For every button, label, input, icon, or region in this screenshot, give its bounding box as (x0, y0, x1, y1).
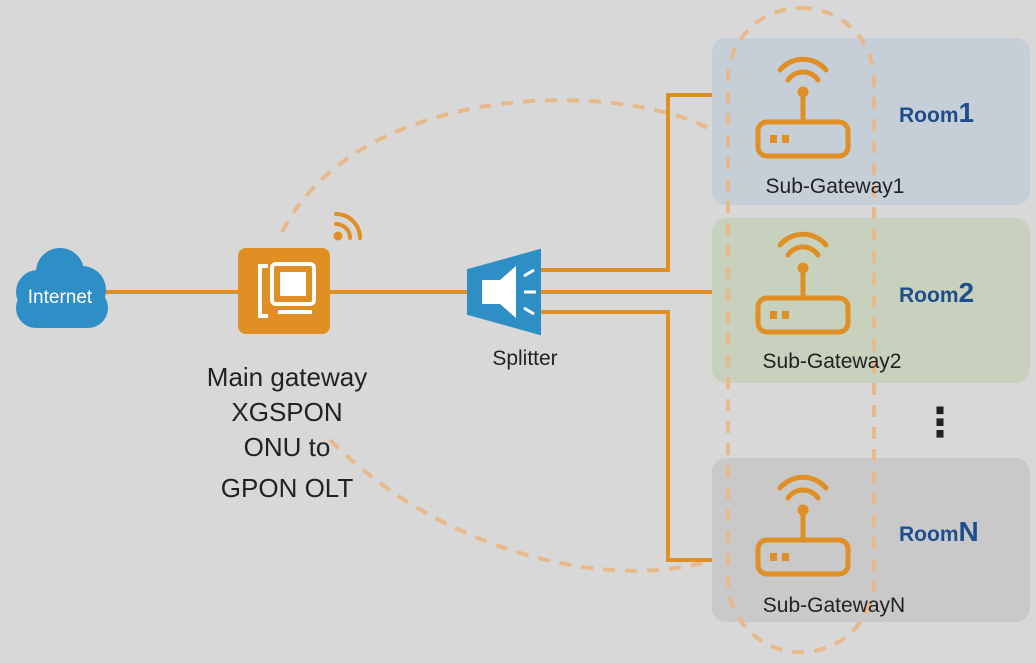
wifi-icon (777, 231, 829, 274)
gateway-router-icon (238, 248, 330, 334)
splitter-icon (467, 248, 541, 336)
main-gateway-line-4: GPON OLT (221, 473, 354, 503)
room-2-title: Room2 (899, 277, 974, 308)
room-1-suffix: 1 (959, 97, 975, 128)
sub-gateway-1: Sub-Gateway1 Room1 (755, 56, 974, 198)
room-n-title: RoomN (899, 516, 979, 547)
room-1-title: Room1 (899, 97, 974, 128)
room-n-suffix: N (959, 516, 979, 547)
link-splitter-room-n (540, 310, 712, 562)
main-gateway-line-1: Main gateway (207, 362, 367, 392)
wifi-icon (777, 474, 829, 516)
main-gateway-label: Main gateway XGSPON ONU to GPON OLT (207, 362, 367, 503)
sub-gateway-n: Sub-GatewayN RoomN (755, 474, 979, 617)
main-gateway-line-2: XGSPON (231, 397, 342, 427)
room-1-prefix: Room (899, 104, 959, 127)
wifi-icon (333, 212, 362, 241)
room-2-prefix: Room (899, 284, 959, 307)
sub-gateway-dashed-enclosure (726, 6, 876, 654)
sub-gateway-2: Sub-Gateway2 Room2 (755, 231, 974, 373)
wifi-coverage-dashed-arc-lower (328, 438, 713, 573)
router-icon (755, 119, 851, 159)
sub-gateway-2-label: Sub-Gateway2 (763, 350, 902, 373)
link-splitter-room-1 (540, 93, 712, 272)
wifi-icon (777, 56, 829, 98)
more-rooms-ellipsis: ⋮ (920, 401, 960, 445)
wifi-coverage-dashed-arc (280, 98, 713, 233)
room-2-suffix: 2 (959, 277, 975, 308)
main-gateway-line-3: ONU to (244, 432, 331, 462)
network-links (105, 93, 712, 562)
splitter-label: Splitter (492, 347, 557, 370)
internet-label: Internet (28, 287, 93, 308)
room-panel-2 (712, 218, 1030, 383)
router-icon (755, 295, 851, 335)
router-icon (755, 537, 851, 577)
sub-gateway-n-label: Sub-GatewayN (763, 594, 905, 617)
room-panel-n (712, 458, 1030, 622)
room-panel-1 (712, 38, 1030, 205)
sub-gateway-1-label: Sub-Gateway1 (766, 175, 905, 198)
cloud-icon (16, 248, 108, 328)
room-n-prefix: Room (899, 523, 959, 546)
